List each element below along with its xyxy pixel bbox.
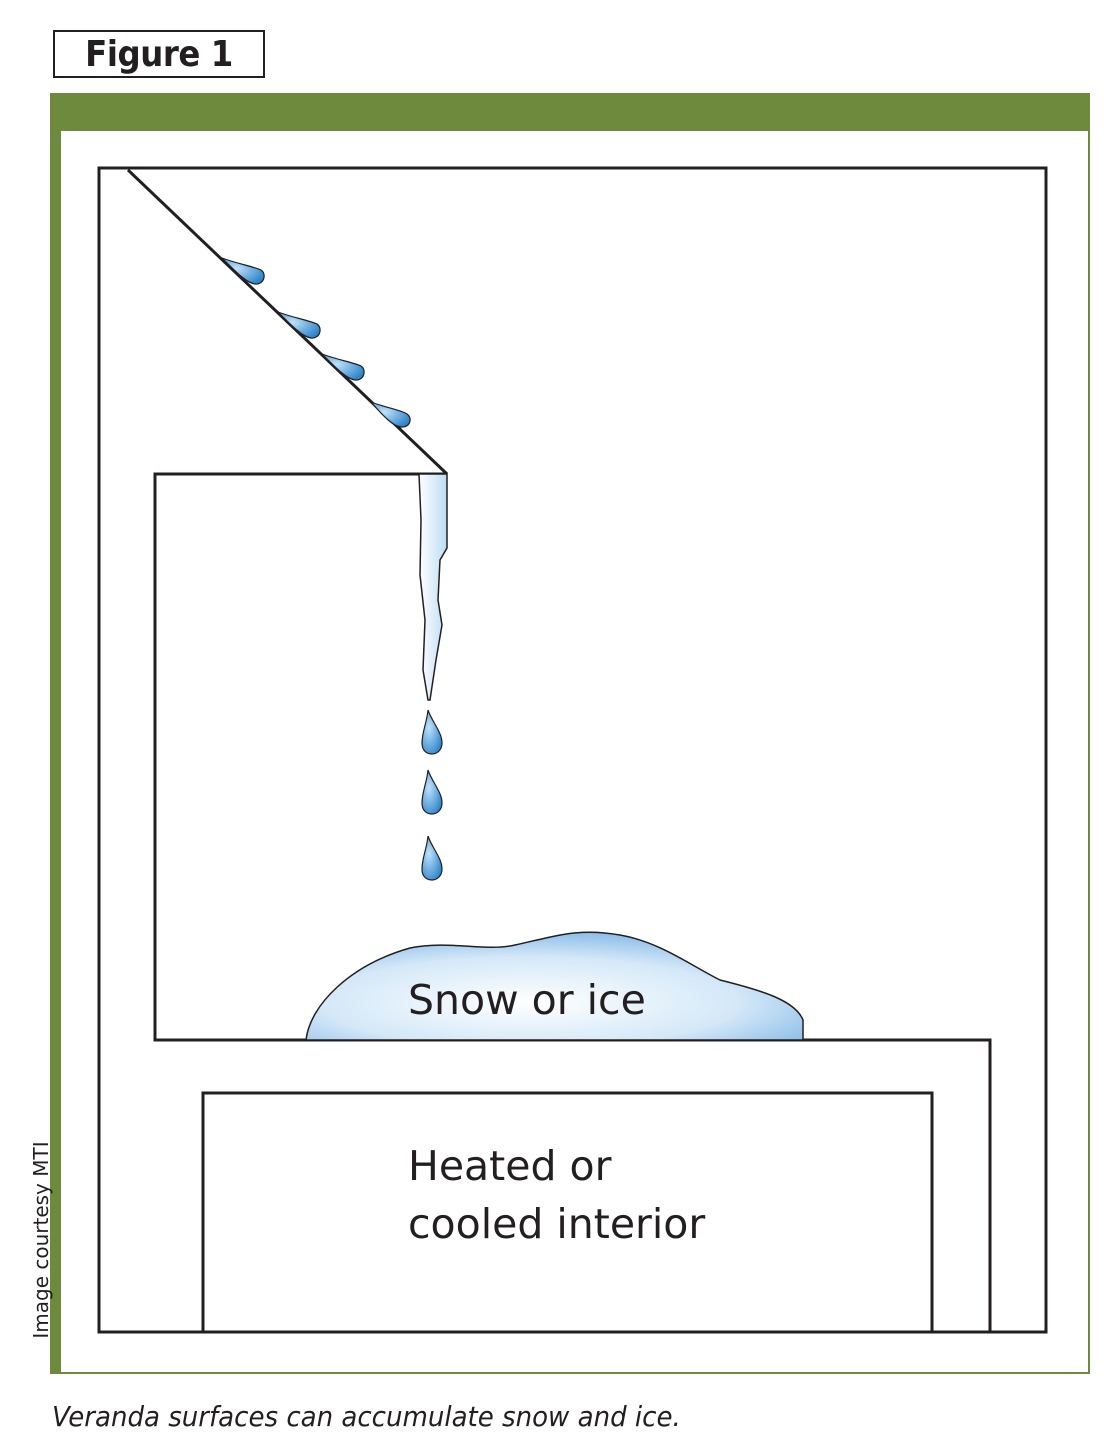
figure-frame (50, 93, 1090, 1374)
figure-label-box: Figure 1 (53, 30, 265, 78)
falling-drops (421, 709, 443, 881)
image-credit: Image courtesy MTI (29, 1141, 53, 1339)
figure-label: Figure 1 (85, 33, 233, 75)
water-drop-icon (421, 709, 443, 755)
interior-label-line2: cooled interior (408, 1200, 705, 1248)
roof-drop-icon (277, 311, 321, 339)
roof-drop-icon (370, 401, 411, 428)
water-drop-icon (421, 835, 443, 881)
water-drop-icon (421, 769, 443, 815)
interior-box (201, 1091, 934, 1334)
veranda-outline (153, 472, 992, 1332)
figure-caption: Veranda surfaces can accumulate snow and… (52, 1400, 681, 1433)
roof-drop-icon (221, 257, 265, 285)
roof-drop-icon (321, 353, 365, 381)
roof-drops (221, 257, 411, 428)
interior-label-line1: Heated or (408, 1142, 612, 1190)
icicle (418, 473, 448, 701)
snow-pile (305, 931, 804, 1041)
snow-label: Snow or ice (408, 976, 646, 1024)
veranda-diagram: Snow or ice Heated or cooled interior (97, 166, 1048, 1334)
